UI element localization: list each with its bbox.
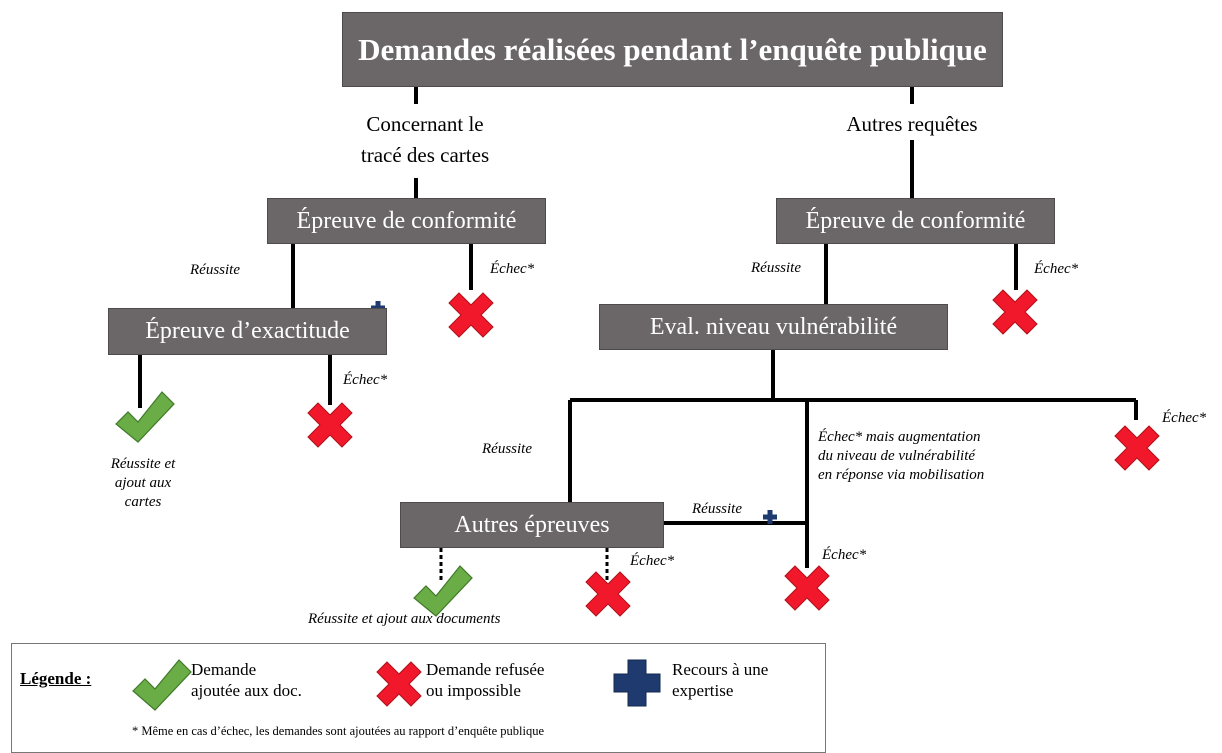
echec-mais-line: en réponse via mobilisation [818, 467, 985, 483]
outcome-line: ajout aux [114, 475, 172, 491]
outcome-documents-label: Réussite et ajout aux documents [308, 611, 501, 627]
node-exactitude: Épreuve d’exactitude [108, 308, 387, 355]
legend-line: ajoutée aux doc. [191, 681, 302, 700]
check-icon [132, 659, 192, 711]
branch-label-line: Concernant le [366, 112, 484, 136]
label-reussite: Réussite [692, 501, 742, 517]
node-label: Épreuve d’exactitude [145, 318, 350, 344]
title-box: Demandes réalisées pendant l’enquête pub… [342, 12, 1003, 87]
cross-icon [1114, 425, 1160, 471]
cross-icon [992, 289, 1038, 335]
plus-icon [613, 659, 661, 707]
echec-mais-line: Échec* mais augmentation [818, 429, 981, 445]
label-echec: Échec* [1034, 261, 1079, 277]
legend-plus-text: Recours à une expertise [672, 659, 768, 701]
label-reussite: Réussite [190, 262, 240, 278]
node-conformite-right: Épreuve de conformité [776, 198, 1055, 244]
label-reussite: Réussite [751, 260, 801, 276]
branch-label-line: Autres requêtes [846, 112, 978, 136]
label-echec: Échec* [490, 261, 535, 277]
branch-label-left: Concernant le tracé des cartes [340, 109, 510, 171]
legend: Légende : Demande ajoutée aux doc. Deman… [11, 643, 826, 753]
node-label: Épreuve de conformité [805, 207, 1026, 234]
cross-icon [448, 292, 494, 338]
branch-label-line: tracé des cartes [360, 143, 490, 167]
outcome-line: Réussite et [110, 456, 176, 472]
legend-line: Demande refusée [426, 660, 545, 679]
cross-icon [376, 661, 422, 707]
legend-footnote: * Même en cas d’échec, les demandes sont… [132, 724, 544, 738]
node-label: Épreuve de conformité [296, 207, 517, 234]
label-echec: Échec* [822, 547, 867, 563]
node-conformite-left: Épreuve de conformité [267, 198, 546, 244]
label-echec: Échec* [343, 372, 388, 388]
legend-check-text: Demande ajoutée aux doc. [191, 659, 302, 701]
legend-line: Recours à une [672, 660, 769, 679]
check-icon [413, 565, 473, 617]
page-title: Demandes réalisées pendant l’enquête pub… [358, 31, 987, 67]
branch-label-right: Autres requêtes [830, 109, 994, 140]
legend-line: ou impossible [426, 681, 521, 700]
label-echec: Échec* [1162, 410, 1207, 426]
node-label: Eval. niveau vulnérabilité [649, 313, 898, 340]
legend-line: Demande [191, 660, 257, 679]
label-echec: Échec* [630, 553, 675, 569]
check-icon [115, 391, 175, 443]
legend-title: Légende : [20, 669, 92, 688]
node-vulnerabilite: Eval. niveau vulnérabilité [599, 304, 948, 350]
label-echec-mais-augmentation: Échec* mais augmentation du niveau de vu… [818, 428, 984, 485]
cross-icon [784, 565, 830, 611]
node-autres-epreuves: Autres épreuves [400, 502, 664, 548]
cross-icon [307, 402, 353, 448]
label-reussite: Réussite [482, 441, 532, 457]
legend-line: expertise [672, 681, 734, 700]
outcome-cartes-label: Réussite et ajout aux cartes [90, 455, 196, 512]
dotted-connectors [439, 548, 609, 582]
connector-lines [138, 86, 1138, 568]
legend-cross-text: Demande refusée ou impossible [426, 659, 544, 701]
echec-mais-line: du niveau de vulnérabilité [818, 448, 976, 464]
outcome-line: cartes [124, 494, 162, 510]
node-label: Autres épreuves [454, 511, 610, 538]
